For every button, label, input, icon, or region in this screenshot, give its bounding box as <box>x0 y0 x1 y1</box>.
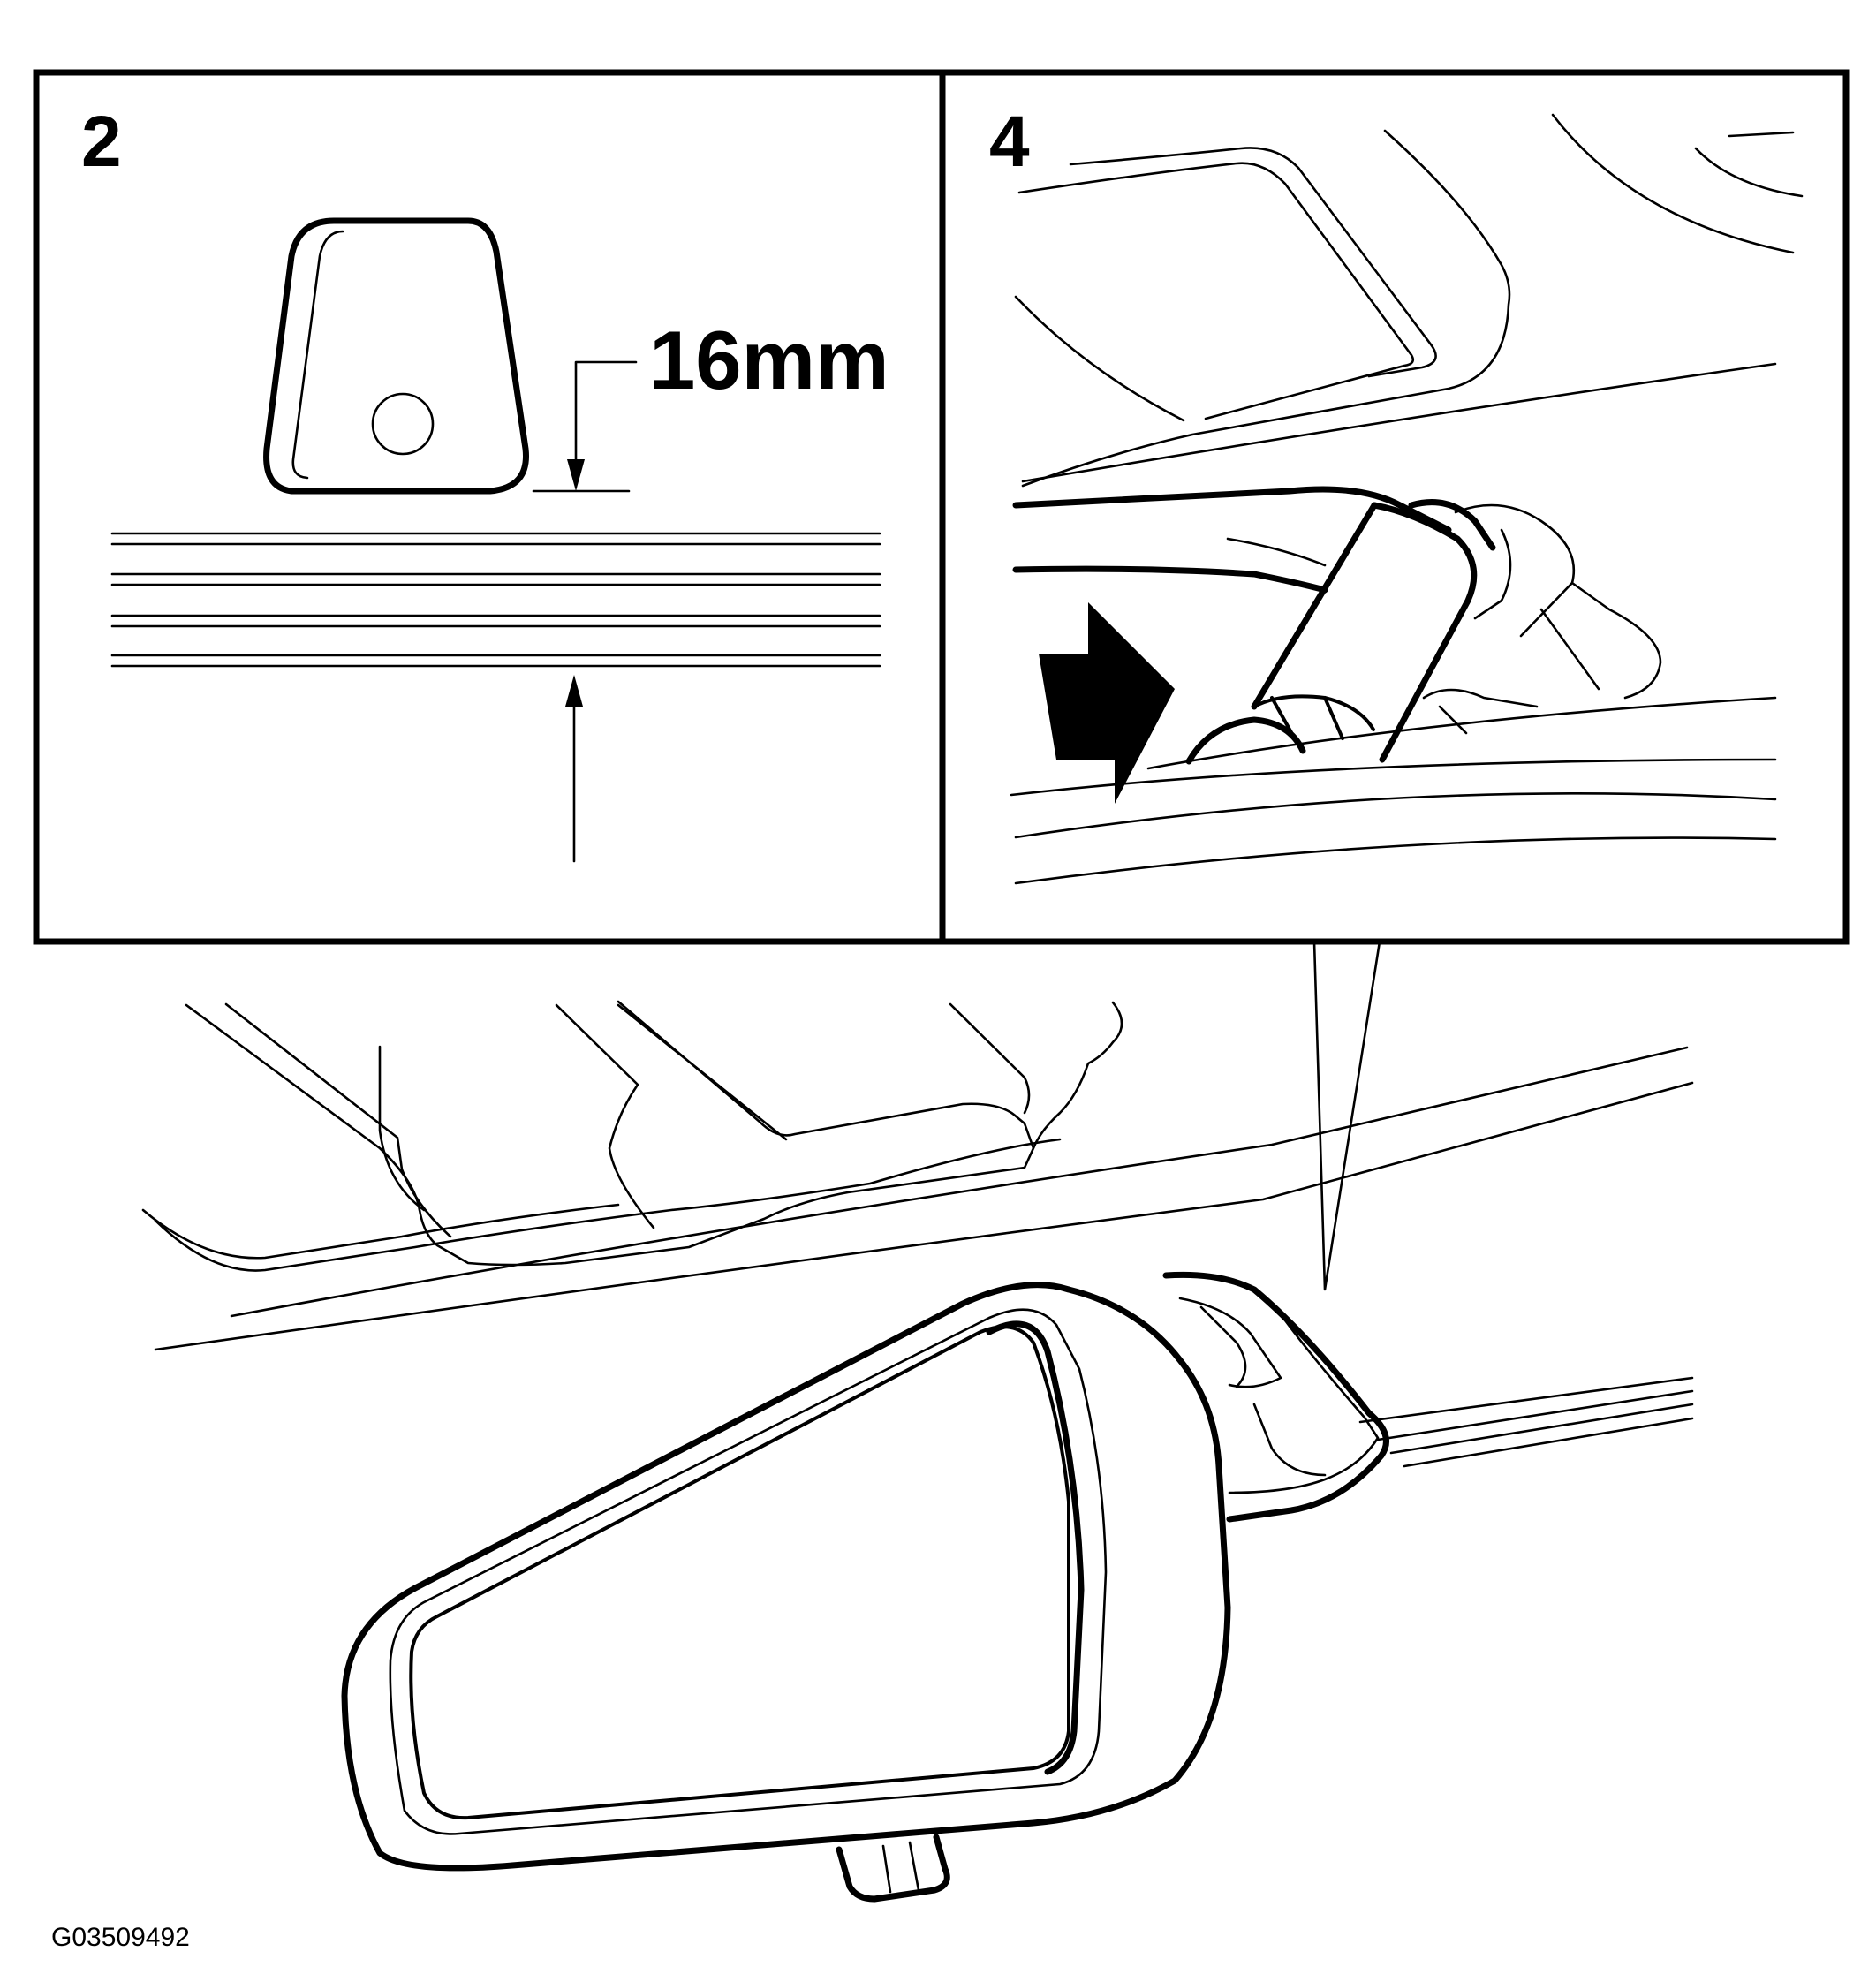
cover-base-shape <box>1162 1271 1390 1523</box>
panel-4-sill-lines <box>1010 696 1777 885</box>
panel-step-2: 2 16mm <box>33 69 946 945</box>
reference-arrow-up-icon <box>565 675 583 707</box>
panel-2-step-label: 2 <box>81 102 122 182</box>
dimension-arrow-down-icon <box>567 459 585 491</box>
rail-profile <box>110 532 881 668</box>
template-hole <box>371 392 435 456</box>
mounting-stud <box>1012 486 1662 765</box>
panel-4-step-label: 4 <box>989 102 1030 182</box>
dimension-label: 16mm <box>649 314 889 406</box>
template-block <box>263 217 529 495</box>
mirror-shaped-cover <box>341 1282 1231 1903</box>
figure-id: G03509492 <box>51 1923 190 1952</box>
panel-2-frame <box>33 69 946 945</box>
direction-arrow-icon <box>1039 602 1175 804</box>
main-roof-view <box>141 940 1694 1903</box>
roof-body-lines <box>141 1000 1694 1468</box>
callout-pointer <box>1312 940 1381 1291</box>
panel-step-4: 4 <box>939 69 1850 945</box>
dimension-16mm: 16mm <box>532 314 889 493</box>
panel-4-body-lines <box>1014 113 1804 488</box>
reference-arrow-up <box>565 675 583 863</box>
